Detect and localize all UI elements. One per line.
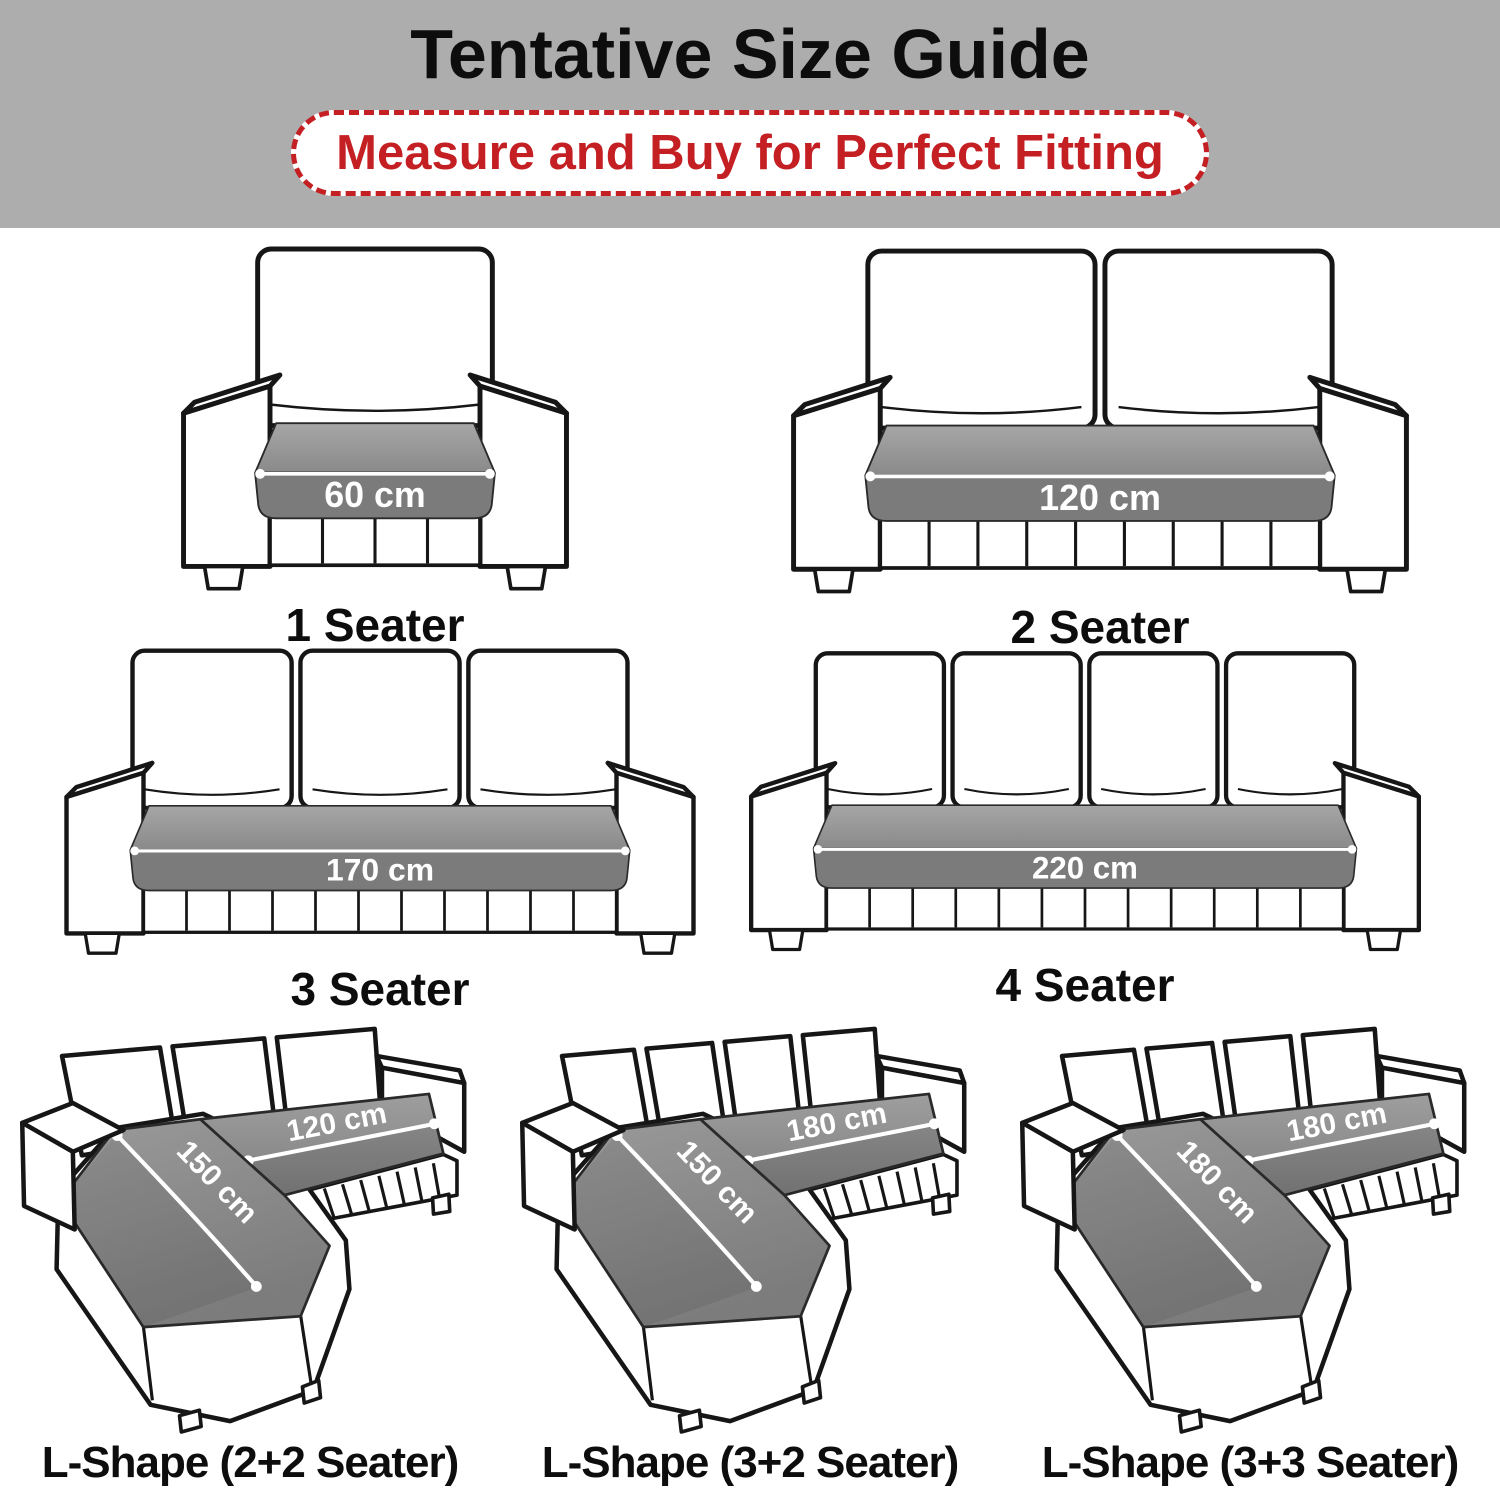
size-label-l-shape-3-3: L-Shape (3+3 Seater) [1041, 1437, 1459, 1487]
sofa-illustration-1-seater: 60 cm [181, 246, 569, 591]
size-label-3-seater: 3 Seater [290, 962, 470, 1015]
sofa-illustration-2-seater: 120 cm [791, 248, 1409, 594]
size-label-l-shape-3-2: L-Shape (3+2 Seater) [541, 1437, 959, 1487]
size-label-1-seater: 1 Seater [285, 598, 465, 651]
sofa-illustration-3-seater: 170 cm [64, 648, 696, 955]
seat-measurement: 60 cm [324, 475, 426, 515]
header-banner: Tentative Size Guide Measure and Buy for… [0, 0, 1500, 228]
size-card-3-seater: 170 cm 3 Seater [50, 632, 710, 1016]
subtitle-badge: Measure and Buy for Perfect Fitting [291, 110, 1209, 196]
size-label-2-seater: 2 Seater [1010, 601, 1190, 654]
size-card-4-seater: 220 cm 4 Seater [735, 635, 1435, 1012]
size-label-4-seater: 4 Seater [995, 958, 1175, 1011]
size-card-1-seater: 60 cm 1 Seater [165, 228, 585, 652]
sofa-illustration-4-seater: 220 cm [749, 651, 1421, 952]
size-label-l-shape-2-2: L-Shape (2+2 Seater) [41, 1437, 459, 1487]
subtitle-text: Measure and Buy for Perfect Fitting [336, 126, 1164, 180]
seat-measurement: 120 cm [1039, 478, 1161, 518]
seat-measurement: 170 cm [326, 852, 434, 888]
page-title: Tentative Size Guide [410, 15, 1090, 93]
size-card-2-seater: 120 cm 2 Seater [775, 230, 1425, 654]
seat-measurement: 220 cm [1032, 850, 1138, 885]
